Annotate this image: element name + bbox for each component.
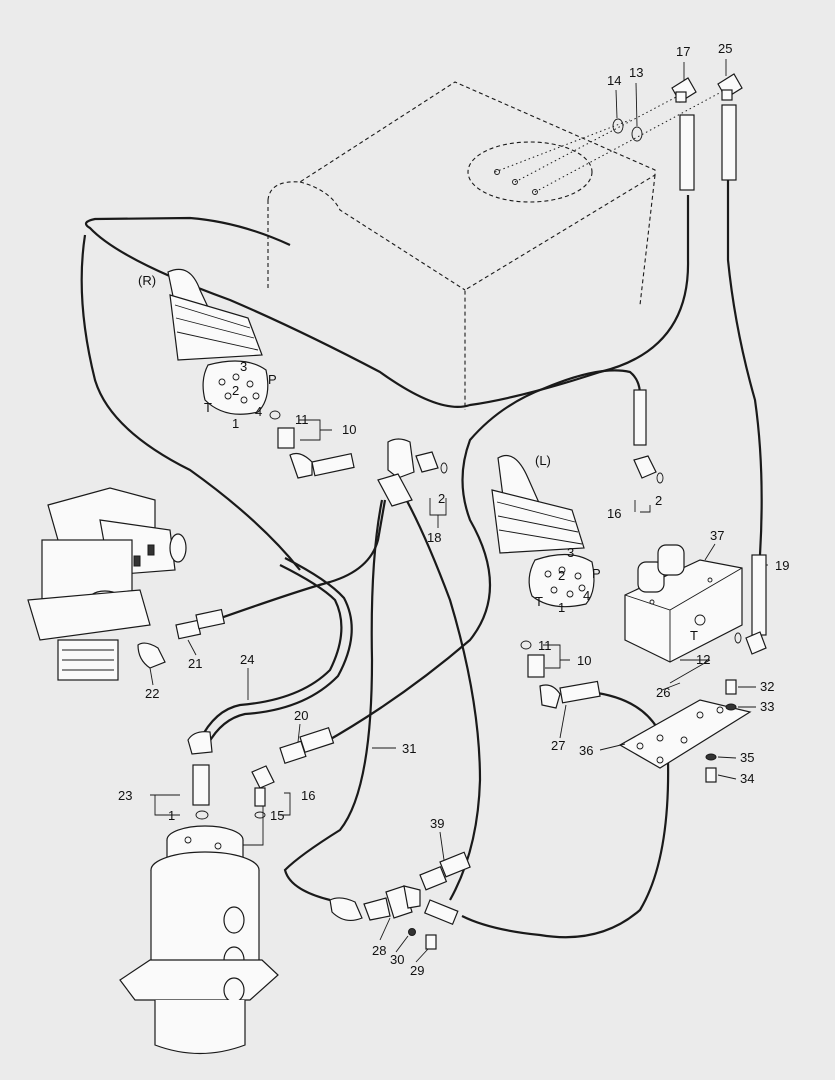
callout-29: 29 bbox=[410, 963, 424, 978]
callout-23: 23 bbox=[118, 788, 132, 803]
callout-19: 19 bbox=[775, 558, 789, 573]
callout-36: 36 bbox=[579, 743, 593, 758]
left-side-marker: (L) bbox=[535, 453, 551, 468]
callout-22: 22 bbox=[145, 686, 159, 701]
callout-11-b: 11 bbox=[538, 638, 552, 653]
callout-13: 13 bbox=[629, 65, 643, 80]
right-joystick bbox=[167, 268, 269, 415]
callout-14: 14 bbox=[607, 73, 621, 88]
solenoid-valve-block bbox=[624, 544, 743, 663]
callout-37: 37 bbox=[710, 528, 724, 543]
joystick-l-port-2: 2 bbox=[558, 568, 565, 583]
joystick-port-P: P bbox=[268, 372, 277, 387]
callout-26: 26 bbox=[656, 685, 670, 700]
callout-33: 33 bbox=[760, 699, 774, 714]
callout-15: 15 bbox=[270, 808, 284, 823]
leader-lines bbox=[150, 419, 711, 816]
callout-10-b: 10 bbox=[577, 653, 591, 668]
callout-11-a: 11 bbox=[295, 412, 309, 427]
callout-27: 27 bbox=[551, 738, 565, 753]
callout-25: 25 bbox=[718, 41, 732, 56]
callout-labels: 1 2 3 4 T P (R) (L) 1 2 3 4 T P T 1 2 2 … bbox=[118, 41, 789, 978]
callout-31: 31 bbox=[402, 741, 416, 756]
callout-10-a: 10 bbox=[342, 422, 356, 437]
joystick-l-port-T: T bbox=[535, 594, 543, 609]
joystick-l-port-4: 4 bbox=[583, 588, 590, 603]
joystick-port-3: 3 bbox=[240, 359, 247, 374]
joystick-port-2: 2 bbox=[232, 383, 239, 398]
callout-28: 28 bbox=[372, 943, 386, 958]
callout-20: 20 bbox=[294, 708, 308, 723]
joystick-l-port-P: P bbox=[592, 566, 601, 581]
callout-17: 17 bbox=[676, 44, 690, 59]
callout-34: 34 bbox=[740, 771, 754, 786]
joystick-l-port-1: 1 bbox=[558, 600, 565, 615]
callout-12: 12 bbox=[696, 652, 710, 667]
callout-21: 21 bbox=[188, 656, 202, 671]
callout-24: 24 bbox=[240, 652, 254, 667]
mounting-plate bbox=[618, 699, 752, 769]
valve-port-T: T bbox=[690, 628, 698, 643]
callout-30: 30 bbox=[390, 952, 404, 967]
callout-18: 18 bbox=[427, 530, 441, 545]
left-joystick bbox=[491, 454, 595, 608]
joystick-port-4: 4 bbox=[255, 404, 262, 419]
callout-16-a: 16 bbox=[301, 788, 315, 803]
callout-35: 35 bbox=[740, 750, 754, 765]
swivel-joint bbox=[119, 825, 279, 1055]
callout-39: 39 bbox=[430, 816, 444, 831]
hydraulic-tank bbox=[267, 81, 726, 410]
hose-lines bbox=[80, 180, 763, 939]
callout-2-b: 2 bbox=[655, 493, 662, 508]
joystick-port-1: 1 bbox=[232, 416, 239, 431]
joystick-l-port-3: 3 bbox=[567, 545, 574, 560]
fittings bbox=[137, 73, 767, 950]
callout-leaders bbox=[149, 59, 768, 963]
callout-1: 1 bbox=[168, 808, 175, 823]
swing-motor bbox=[27, 487, 187, 681]
callout-16-b: 16 bbox=[607, 506, 621, 521]
joystick-port-T: T bbox=[204, 400, 212, 415]
right-side-marker: (R) bbox=[138, 273, 156, 288]
callout-2-a: 2 bbox=[438, 491, 445, 506]
callout-32: 32 bbox=[760, 679, 774, 694]
